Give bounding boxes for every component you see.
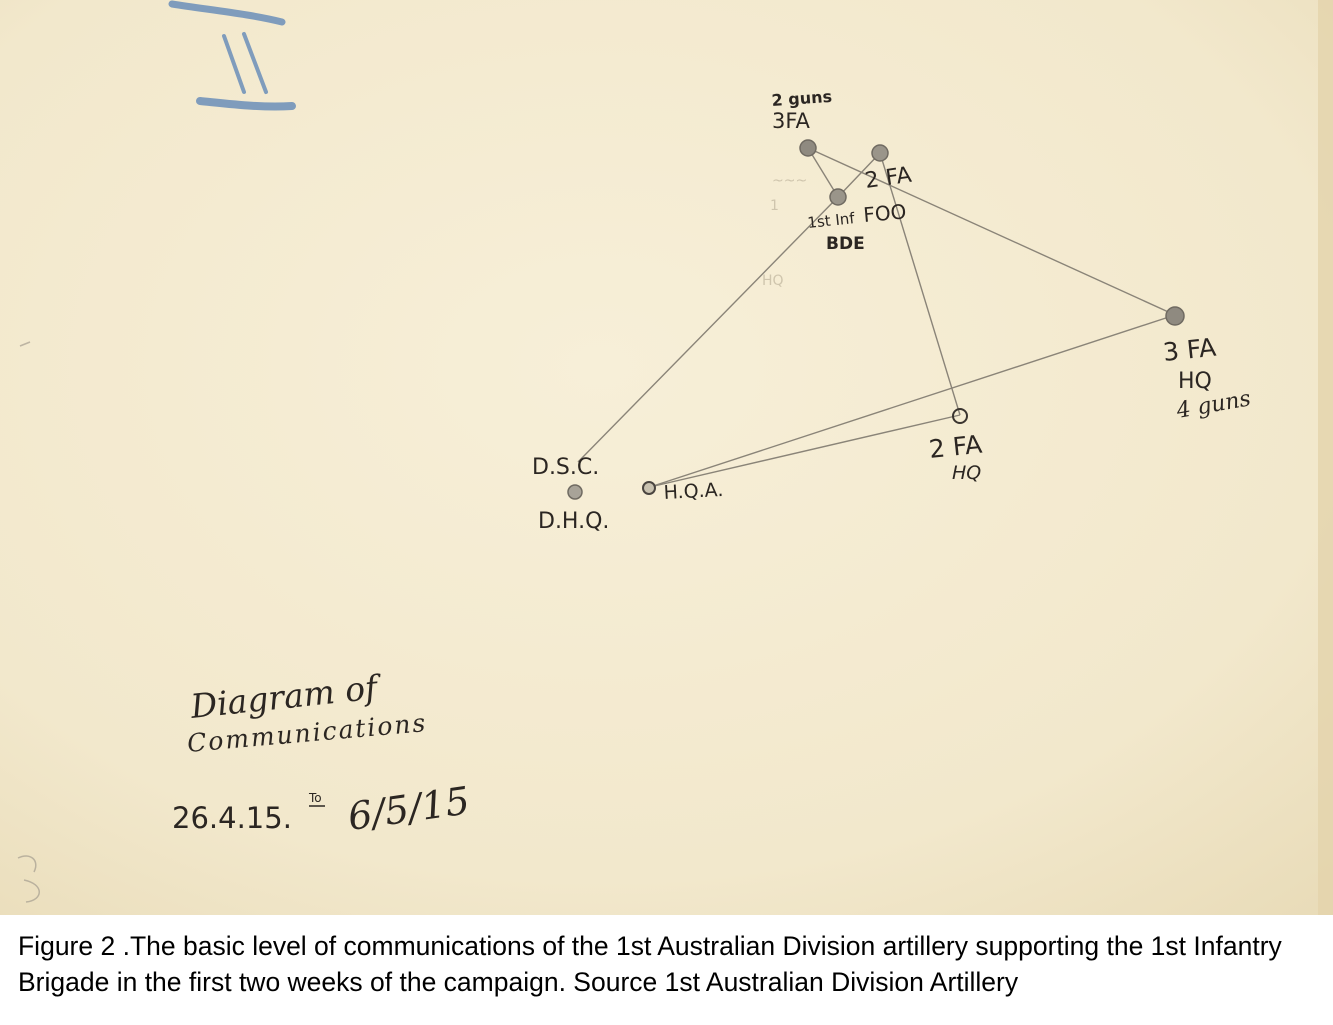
- line-bde-to-2fa: [837, 152, 881, 198]
- node-2fa-hq: [952, 408, 968, 424]
- diagram-figure: II ~~~ 1: [0, 0, 1333, 915]
- label-bde: BDE: [826, 234, 865, 254]
- margin-marks: [17, 341, 40, 903]
- label-3fa-hq-line1: 3 FA: [1162, 333, 1218, 367]
- line-2fa-to-2fa-hq: [879, 152, 961, 416]
- node-labels: 2 guns 3FA 2 FA 1st Inf FOO BDE 3 FA HQ …: [532, 87, 1253, 534]
- line-3fa-guns-to-3fa-hq: [807, 147, 1176, 316]
- nodes: [567, 139, 1185, 500]
- node-3fa-hq: [1165, 306, 1185, 326]
- label-2fa-hq-line2: HQ: [952, 462, 981, 484]
- label-3fa-hq-line2: HQ: [1178, 369, 1212, 394]
- label-dsc: D.S.C.: [532, 455, 599, 480]
- label-foo: FOO: [862, 199, 907, 227]
- node-hqa: [642, 481, 656, 495]
- figure-caption: Figure 2 .The basic level of communicati…: [18, 931, 1282, 997]
- date-to-word: To: [308, 791, 322, 805]
- paper-sheet: II ~~~ 1: [0, 0, 1333, 915]
- node-2fa: [871, 144, 889, 162]
- label-3fa-guns-line2: 3FA: [772, 109, 811, 133]
- svg-text:HQ: HQ: [762, 273, 784, 289]
- node-1st-inf-bde: [829, 188, 847, 206]
- label-3fa-guns-line1: 2 guns: [771, 87, 833, 110]
- line-hqa-to-2fa-hq: [649, 414, 961, 488]
- svg-text:1: 1: [770, 198, 779, 214]
- paper-edge: [1318, 0, 1333, 915]
- label-foo-inf: 1st Inf: [807, 209, 857, 232]
- line-3fa-guns-to-bde: [807, 147, 839, 198]
- label-hqa: H.Q.A.: [663, 479, 724, 504]
- line-bde-to-dsc: [577, 196, 839, 463]
- node-dhq: [567, 484, 583, 500]
- line-hqa-to-3fa-hq: [649, 314, 1176, 488]
- label-dhq: D.H.Q.: [538, 509, 609, 534]
- paper-background: [0, 0, 1333, 915]
- date-from: 26.4.15.: [172, 801, 292, 835]
- label-2fa-hq-line1: 2 FA: [928, 430, 984, 464]
- svg-text:~~~: ~~~: [772, 173, 807, 189]
- connection-lines: [577, 147, 1176, 488]
- erased-marks: ~~~ 1 HQ: [762, 173, 807, 289]
- folio-mark-blue: [168, 0, 296, 111]
- node-3fa-guns: [799, 139, 817, 157]
